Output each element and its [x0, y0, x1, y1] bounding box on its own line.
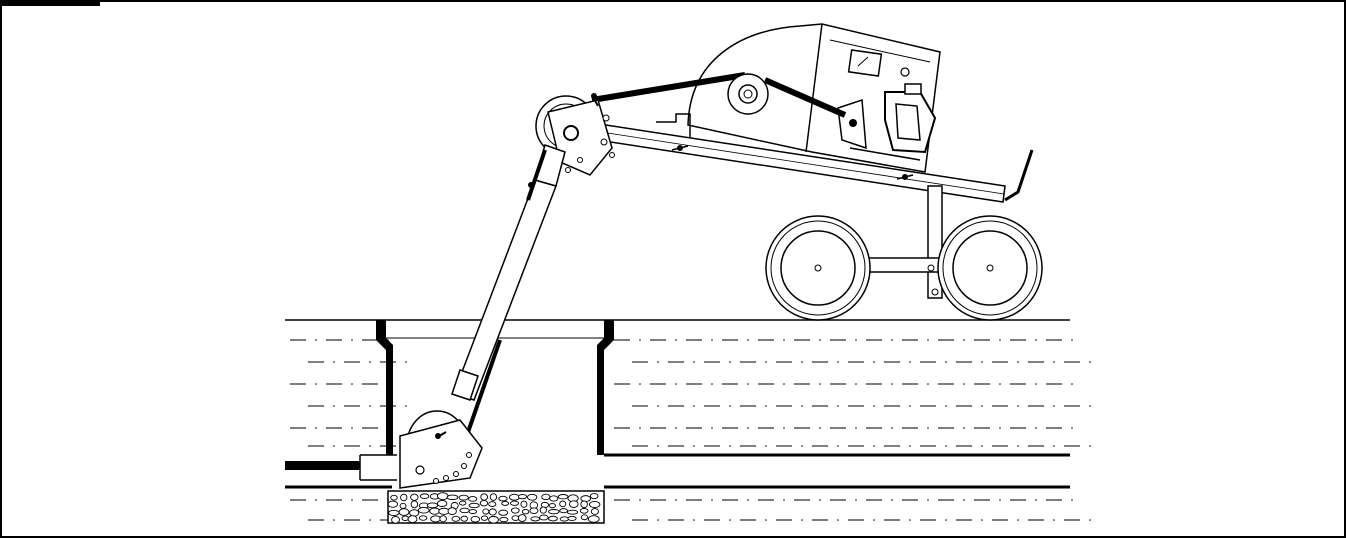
- handle-bar: [1004, 149, 1034, 202]
- boom-bracket: [656, 113, 691, 138]
- manhole-rim: [376, 320, 393, 455]
- telescoping-mast: [451, 144, 566, 401]
- sewer-pipe: [285, 453, 1070, 489]
- top-pulley: [727, 73, 769, 115]
- machine-body: [687, 23, 941, 173]
- drive-belt: [591, 72, 847, 118]
- wheel-rear: [937, 215, 1043, 321]
- bottom-pulley: [399, 410, 483, 489]
- gauge-icon: [847, 49, 910, 77]
- corner-tab: [0, 0, 100, 6]
- wheel-front: [765, 215, 871, 321]
- gravel-bed: [387, 490, 605, 524]
- mast-cable: [464, 149, 547, 439]
- axle-stand: [867, 185, 943, 299]
